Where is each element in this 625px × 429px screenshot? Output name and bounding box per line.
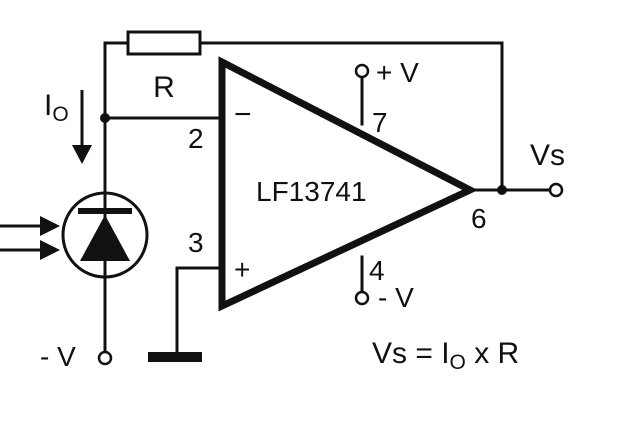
current-label: IO	[44, 89, 69, 126]
photodiode-supply-label: - V	[40, 341, 76, 372]
formula-rhs: x R	[466, 337, 519, 370]
pin-7-label: 7	[372, 107, 388, 138]
formula-lhs: Vs =	[372, 337, 441, 370]
formula-current-subscript: O	[450, 351, 466, 374]
inverting-sign: −	[234, 98, 252, 131]
terminal-output	[548, 182, 564, 198]
junction-dot-output	[497, 185, 507, 195]
noninverting-input-wire	[175, 266, 224, 354]
pin-6-label: 6	[471, 203, 487, 234]
current-label-subscript: O	[52, 103, 68, 126]
formula-current: I	[441, 337, 449, 370]
terminal-vplus	[354, 63, 370, 79]
output-formula: Vs = IO x R	[372, 337, 519, 374]
pin-2-label: 2	[188, 123, 204, 154]
pin-4-label: 4	[369, 255, 385, 286]
terminal-photodiode-supply	[97, 350, 113, 366]
opamp-label: LF13741	[256, 176, 367, 207]
opamp-icon	[218, 56, 478, 312]
resistor-icon	[126, 30, 202, 56]
output-label: Vs	[530, 139, 565, 172]
supply-plus-label: + V	[376, 57, 419, 88]
current-label-main: I	[44, 89, 52, 122]
junction-dot-input	[100, 113, 110, 123]
noninverting-sign: +	[234, 254, 250, 285]
ground-icon	[148, 352, 202, 362]
resistor-label: R	[153, 71, 175, 104]
terminal-vminus	[354, 290, 370, 306]
photodiode-icon	[61, 191, 149, 279]
light-rays-icon	[0, 216, 60, 260]
feedback-wire	[103, 41, 504, 192]
pin-3-label: 3	[188, 227, 204, 258]
current-arrow-icon	[72, 90, 92, 164]
supply-minus-label: - V	[378, 282, 414, 313]
